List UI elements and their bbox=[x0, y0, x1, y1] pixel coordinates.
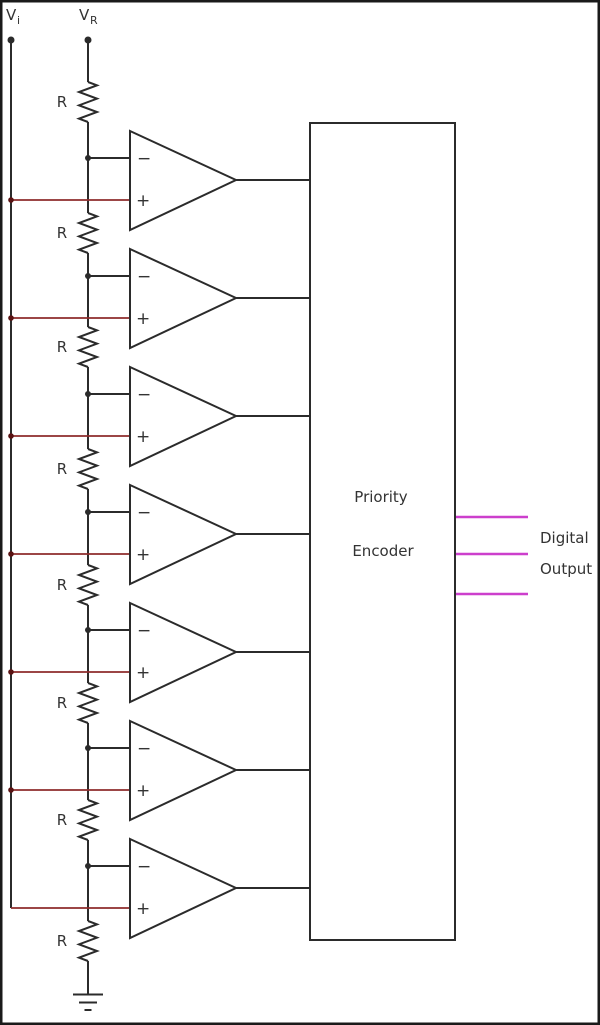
input-rail-junction-6 bbox=[8, 787, 14, 793]
comparator-6-plus-label: + bbox=[136, 781, 150, 801]
input-rail-junction-4 bbox=[8, 551, 14, 557]
comparator-1-plus-label: + bbox=[136, 191, 150, 211]
resistor-6-label: R bbox=[57, 694, 67, 712]
priority-encoder-label-line1: Priority bbox=[354, 488, 408, 506]
resistor-2-label: R bbox=[57, 224, 67, 242]
resistor-2-symbol bbox=[76, 212, 100, 254]
comparator-5-minus-label: − bbox=[137, 621, 151, 641]
input-rail-junction-2 bbox=[8, 315, 14, 321]
comparator-4-symbol bbox=[129, 483, 239, 586]
comparator-2-plus-label: + bbox=[136, 309, 150, 329]
input-terminal-subscript: i bbox=[17, 14, 20, 27]
resistor-8-label: R bbox=[57, 932, 67, 950]
resistor-4-label: R bbox=[57, 460, 67, 478]
comparator-7-minus-label: − bbox=[137, 857, 151, 877]
digital-output-label-line1: Digital bbox=[540, 529, 589, 547]
resistor-5-symbol bbox=[76, 564, 100, 606]
ladder-tap-node-4 bbox=[85, 509, 91, 515]
comparator-4-minus-label: − bbox=[137, 503, 151, 523]
comparator-5-symbol bbox=[129, 601, 239, 704]
ladder-tap-node-6 bbox=[85, 745, 91, 751]
reference-terminal-subscript: R bbox=[90, 14, 98, 27]
resistor-5-label: R bbox=[57, 576, 67, 594]
resistor-1-symbol bbox=[76, 81, 100, 123]
resistor-1-label: R bbox=[57, 93, 67, 111]
comparator-5-plus-label: + bbox=[136, 663, 150, 683]
resistor-3-symbol bbox=[76, 326, 100, 368]
comparator-1-minus-label: − bbox=[137, 149, 151, 169]
comparator-6-symbol bbox=[129, 719, 239, 822]
resistor-8-symbol bbox=[76, 920, 100, 962]
comparator-2-symbol bbox=[129, 247, 239, 350]
comparator-3-plus-label: + bbox=[136, 427, 150, 447]
input-terminal-label: V bbox=[6, 6, 17, 24]
comparator-6-minus-label: − bbox=[137, 739, 151, 759]
comparator-1-symbol bbox=[129, 129, 239, 232]
priority-encoder-box bbox=[309, 122, 456, 941]
digital-output-label-line2: Output bbox=[540, 560, 592, 578]
ladder-tap-node-3 bbox=[85, 391, 91, 397]
ladder-tap-node-7 bbox=[85, 863, 91, 869]
resistor-7-label: R bbox=[57, 811, 67, 829]
comparator-3-symbol bbox=[129, 365, 239, 468]
ladder-tap-node-1 bbox=[85, 155, 91, 161]
input-rail-junction-1 bbox=[8, 197, 14, 203]
input-rail-junction-5 bbox=[8, 669, 14, 675]
resistor-7-symbol bbox=[76, 799, 100, 841]
comparator-7-plus-label: + bbox=[136, 899, 150, 919]
priority-encoder-label-line2: Encoder bbox=[352, 542, 414, 560]
comparator-4-plus-label: + bbox=[136, 545, 150, 565]
reference-terminal-label: V bbox=[79, 6, 90, 24]
resistor-3-label: R bbox=[57, 338, 67, 356]
comparator-2-minus-label: − bbox=[137, 267, 151, 287]
input-rail-junction-3 bbox=[8, 433, 14, 439]
resistor-4-symbol bbox=[76, 448, 100, 490]
comparator-7-symbol bbox=[129, 837, 239, 940]
comparator-3-minus-label: − bbox=[137, 385, 151, 405]
ladder-tap-node-5 bbox=[85, 627, 91, 633]
resistor-6-symbol bbox=[76, 682, 100, 724]
ladder-tap-node-2 bbox=[85, 273, 91, 279]
